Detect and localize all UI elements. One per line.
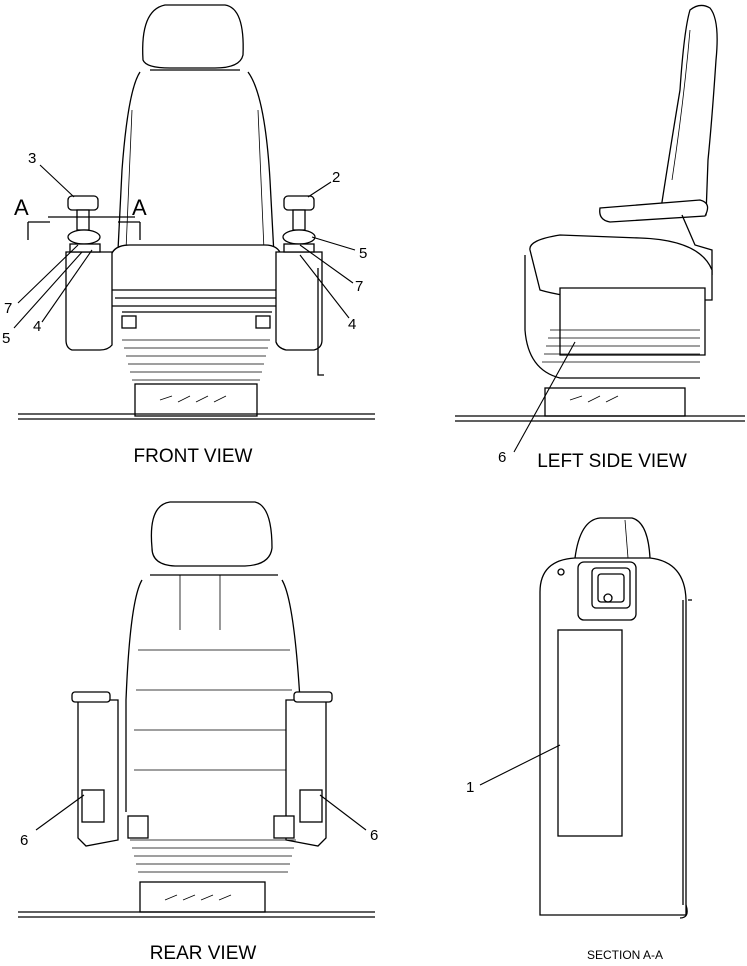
rear-view-title: REAR VIEW: [150, 943, 257, 964]
callout-3: 3: [28, 150, 36, 167]
callout-5-right: 5: [359, 245, 367, 262]
callout-2: 2: [332, 169, 340, 186]
callout-4-right: 4: [348, 316, 356, 333]
section-view-title: SECTION A-A: [587, 948, 663, 962]
callout-7-right: 7: [355, 278, 363, 295]
callout-5-left: 5: [2, 330, 10, 347]
left-side-view-title: LEFT SIDE VIEW: [537, 451, 687, 472]
callout-4-left: 4: [33, 318, 41, 335]
callout-7-left: 7: [4, 300, 12, 317]
callout-1: 1: [466, 779, 474, 796]
section-marker-left: A: [14, 195, 29, 220]
callout-6-side: 6: [498, 449, 506, 466]
section-marker-right: A: [132, 195, 147, 220]
rear-view: 6 6 REAR VIEW: [18, 501, 378, 964]
callout-6-rear-left: 6: [20, 832, 28, 849]
front-view: A A 3 2 5 7 7 5 4 4 FRONT VIEW: [2, 4, 375, 467]
front-view-title: FRONT VIEW: [134, 446, 253, 467]
section-view: 1 SECTION A-A: [466, 517, 692, 962]
callout-6-rear-right: 6: [370, 827, 378, 844]
left-side-view: 6 LEFT SIDE VIEW: [455, 4, 745, 472]
